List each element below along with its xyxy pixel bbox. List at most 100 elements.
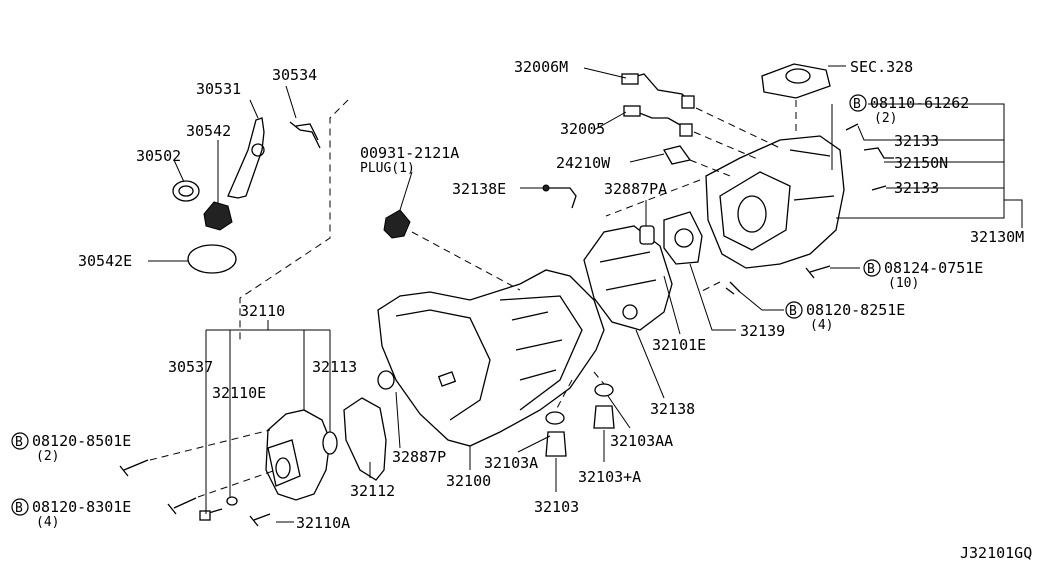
label-32103A: 32103A	[484, 454, 538, 472]
bolt-symbol-icon	[849, 94, 867, 112]
label-sec-328: SEC.328	[850, 58, 913, 76]
label-30531: 30531	[196, 80, 241, 98]
bolt-symbol-icon	[11, 498, 29, 516]
bolt-guide-8301	[197, 469, 277, 498]
sensor-group	[621, 73, 695, 165]
leader-32138	[635, 329, 665, 399]
bolt-symbol-letter: B	[15, 435, 23, 450]
bolt-30537-head	[199, 510, 211, 521]
gasket-32101E	[663, 211, 703, 265]
bolt-symbol-letter: B	[853, 97, 861, 112]
extension-housing-group	[705, 63, 894, 295]
adapter-plate-bore	[622, 304, 638, 320]
bolt-guide-8501	[149, 429, 271, 461]
bolt-08124-0751E	[805, 265, 831, 279]
washer-32103A	[545, 411, 565, 425]
release-bearing-30502	[172, 180, 200, 202]
leader-30502	[173, 159, 185, 183]
extension-housing-bore	[737, 195, 767, 233]
leader-extension-bracket	[831, 103, 1005, 219]
label-30537: 30537	[168, 358, 213, 376]
drain-plug-group	[545, 383, 615, 457]
front-cover-shaft	[267, 439, 301, 487]
label-30502: 30502	[136, 147, 181, 165]
label-32139: 32139	[740, 322, 785, 340]
sensor-body-32006M	[681, 95, 695, 109]
extension-housing-32130M	[705, 135, 845, 269]
sensor-connector-32006M	[621, 73, 639, 85]
label-08120-8251E: 08120-8251E	[806, 301, 905, 319]
bolt-08120-8301E	[167, 497, 197, 515]
leader-plug	[399, 171, 413, 211]
bolt-08120-8251E	[725, 281, 741, 295]
label-32100: 32100	[446, 472, 491, 490]
bushing-32887PA	[639, 225, 655, 245]
cover-sec-328	[761, 63, 831, 99]
label-08110-61262: 08110-61262	[870, 94, 969, 112]
extension-guides	[605, 100, 797, 293]
gasket-32101E-hole	[674, 228, 694, 248]
label-32112: 32112	[350, 482, 395, 500]
leader-32887P	[395, 391, 401, 449]
label-08120-8301E-qty: (4)	[36, 515, 59, 530]
label-32101E: 32101E	[652, 336, 706, 354]
bolt-callout-08120-8251E: B 08120-8251E (4)	[785, 301, 905, 333]
label-32110E: 32110E	[212, 384, 266, 402]
leader-32101E	[663, 275, 681, 335]
washer-32110E	[226, 496, 238, 506]
label-32113: 32113	[312, 358, 357, 376]
label-32887P: 32887P	[392, 448, 446, 466]
bolt-symbol-icon	[863, 259, 881, 277]
cover-sec-328-boss	[785, 68, 811, 84]
bolt-32133-upper	[845, 123, 859, 131]
transmission-case-group	[377, 269, 605, 447]
plug-group	[383, 209, 521, 291]
plug-32103	[545, 431, 567, 457]
extension-housing-face	[719, 171, 791, 251]
leader-30534	[285, 85, 297, 119]
bolt-callout-08124: B 08124-0751E (10)	[863, 259, 983, 291]
sensor-guides	[689, 107, 781, 177]
label-32103AA: 32103AA	[610, 432, 673, 450]
switch-connector-32005	[623, 105, 641, 117]
leader-30531	[249, 99, 259, 119]
label-08124-0751E: 08124-0751E	[884, 259, 983, 277]
bolt-32110A	[249, 513, 271, 527]
leader-32005	[593, 111, 627, 131]
case-rib-lines	[511, 311, 563, 381]
bolt-08120-8501E	[119, 459, 149, 477]
adapter-plate-ribs	[599, 251, 657, 291]
fork-lever-30531	[227, 117, 265, 199]
shift-fork-group	[172, 117, 321, 274]
bolt-symbol-icon	[785, 301, 803, 319]
front-cover-group	[119, 397, 387, 527]
label-32006M: 32006M	[514, 58, 568, 76]
label-32150N: 32150N	[894, 154, 948, 172]
plug-32103-A	[593, 405, 615, 429]
oil-seal-32113	[322, 431, 338, 455]
breather-32138E	[546, 187, 577, 209]
leader-24210W	[629, 153, 665, 163]
label-08120-8501E: 08120-8501E	[32, 432, 131, 450]
boot-30542	[203, 201, 233, 231]
bolt-symbol-letter: B	[15, 501, 23, 516]
diagram-code: J32101GQ	[960, 544, 1032, 562]
label-32133-lower: 32133	[894, 179, 939, 197]
label-32005: 32005	[560, 120, 605, 138]
label-32130M: 32130M	[970, 228, 1024, 246]
bushing-32887P	[377, 370, 395, 390]
label-32133-upper: 32133	[894, 132, 939, 150]
switch-harness-32005	[631, 109, 683, 127]
label-plug: PLUG(1)	[360, 161, 415, 176]
label-08124-qty: (10)	[888, 276, 919, 291]
label-08110-qty: (2)	[874, 111, 897, 126]
bolt-callout-08110: B 08110-61262 (2)	[849, 94, 969, 126]
leader-32130M	[1004, 199, 1023, 228]
bolt-symbol-letter: B	[789, 304, 797, 319]
bracket-24210W	[663, 145, 692, 165]
label-32138: 32138	[650, 400, 695, 418]
gasket-32112	[343, 397, 387, 481]
leader-32103AA	[607, 395, 631, 429]
adapter-plate-group	[542, 184, 703, 331]
